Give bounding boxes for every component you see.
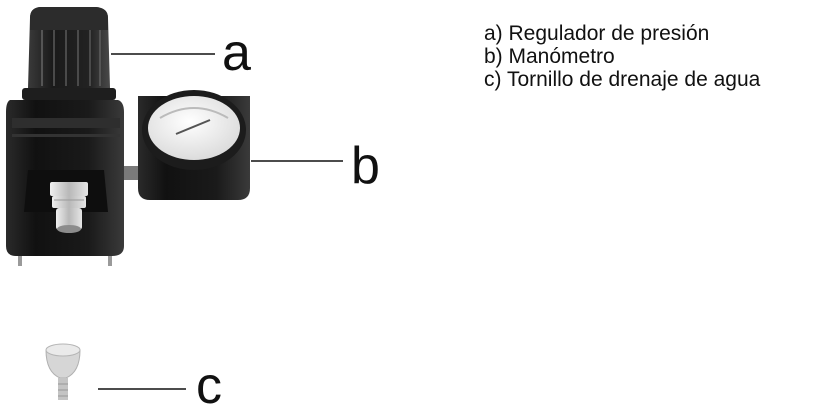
callout-letter-c: c (196, 357, 222, 407)
callout-letter-a: a (222, 24, 251, 82)
legend-item-c: c) Tornillo de drenaje de agua (484, 68, 761, 91)
knob-collar (22, 88, 116, 100)
legend-item-b: b) Manómetro (484, 45, 615, 68)
air-inlet-fitting (50, 182, 88, 233)
parts-legend: a) Regulador de presión b) Manómetro c) … (484, 22, 760, 91)
gauge-connector (124, 166, 142, 180)
legend-item-a: a) Regulador de presión (484, 22, 710, 45)
pressure-regulator-illustration (6, 7, 142, 266)
adjustment-knob (28, 7, 110, 88)
gauge-needle (175, 119, 211, 135)
callout-letter-b: b (351, 137, 380, 195)
manometer-illustration (138, 90, 250, 200)
gauge-dial (148, 96, 240, 160)
drain-screw-illustration (45, 343, 81, 400)
